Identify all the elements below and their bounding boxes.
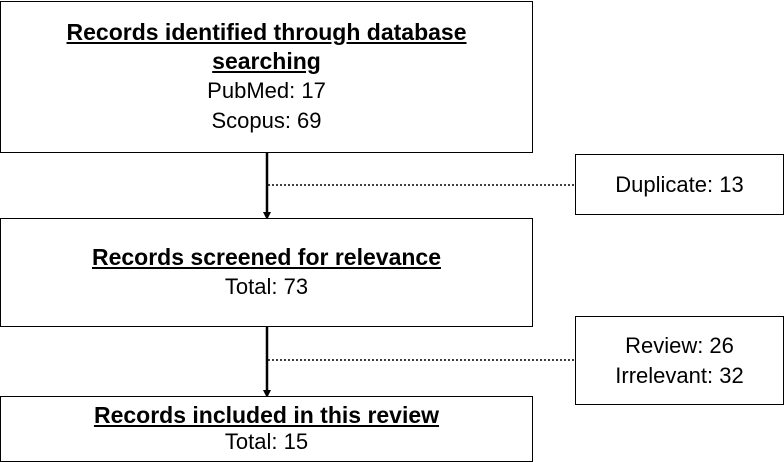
pubmed-count: PubMed: 17 <box>207 78 326 103</box>
screened-records-box: Records screened for relevance Total: 73 <box>0 218 533 327</box>
included-records-title: Records included in this review <box>93 402 440 428</box>
duplicate-count: Duplicate: 13 <box>615 171 744 197</box>
duplicates-box: Duplicate: 13 <box>575 154 784 215</box>
identified-records-box: Records identified through database sear… <box>0 1 533 153</box>
excluded-records-box: Review: 26 Irrelevant: 32 <box>575 316 784 405</box>
scopus-count: Scopus: 69 <box>211 108 322 133</box>
included-records-box: Records included in this review Total: 1… <box>0 396 533 462</box>
identified-records-title: Records identified through database sear… <box>66 19 467 74</box>
included-total: Total: 15 <box>224 429 309 454</box>
review-count: Review: 26 <box>625 332 734 358</box>
irrelevant-count: Irrelevant: 32 <box>615 362 744 388</box>
screened-total: Total: 73 <box>224 274 309 299</box>
screened-records-title: Records screened for relevance <box>91 244 441 270</box>
